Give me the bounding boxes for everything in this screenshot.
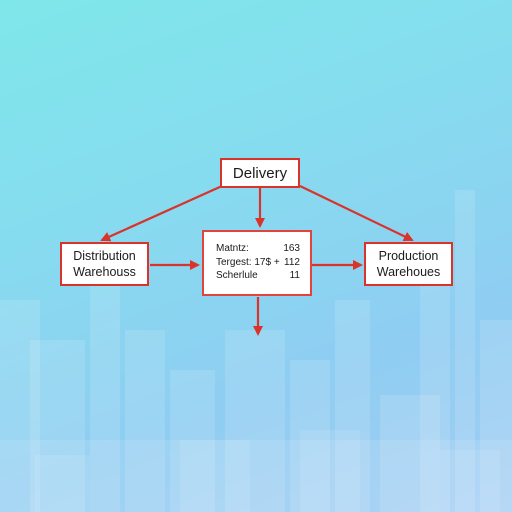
production-node-label-line1: Production [378, 249, 439, 263]
distribution-node-label-line2: Warehouss [73, 265, 136, 279]
edge-delivery-to-production [299, 185, 414, 242]
production-warehouse-node: Production Warehoues [364, 242, 453, 286]
edge-delivery-to-distribution [100, 184, 223, 242]
metrics-row-value: 11 [289, 270, 300, 281]
delivery-node-label: Delivery [232, 164, 288, 182]
metrics-row: Matntz: 163 [216, 242, 300, 256]
metrics-row-key: Matntz: [216, 243, 249, 254]
metrics-row-key: Tergest: 17$ + [216, 256, 280, 268]
metrics-node: Matntz: 163 Tergest: 17$ + 112 Scherlule… [202, 230, 312, 296]
distribution-warehouse-node: Distribution Warehouss [60, 242, 149, 286]
delivery-node: Delivery [220, 158, 300, 188]
distribution-node-label-line1: Distribution [73, 249, 136, 263]
metrics-row: Scherlule 11 [216, 269, 300, 283]
metrics-row: Tergest: 17$ + 112 [216, 256, 300, 270]
metrics-row-value: 163 [283, 243, 300, 254]
metrics-row-value: 112 [284, 256, 300, 268]
production-node-label-line2: Warehoues [376, 265, 441, 279]
metrics-row-key: Scherlule [216, 270, 258, 281]
